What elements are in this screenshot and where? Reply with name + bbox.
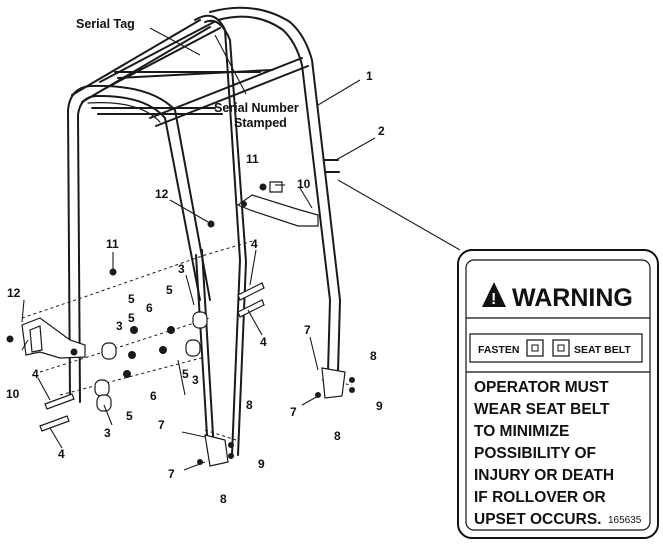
callout-leaders (21, 27, 461, 471)
callout-10-left: 10 (6, 387, 20, 401)
callout-12-upper: 12 (155, 187, 169, 201)
callout-9-right: 9 (376, 399, 383, 413)
callout-7-right-b: 7 (290, 405, 297, 419)
label-serial-number-line1: Serial Number (214, 101, 299, 115)
callout-6-b: 6 (150, 389, 157, 403)
warning-line-3: TO MINIMIZE (474, 423, 569, 440)
warning-title: WARNING (512, 284, 633, 312)
callout-4-left-b: 4 (58, 447, 65, 461)
mounting-bolts (39, 282, 265, 432)
callout-12-left: 12 (7, 286, 21, 300)
callout-2: 2 (378, 124, 385, 138)
warning-line-2: WEAR SEAT BELT (474, 401, 610, 418)
warning-line-4: POSSIBILITY OF (474, 445, 596, 462)
warning-line-1: OPERATOR MUST (474, 379, 609, 396)
callout-8-lower-b: 8 (220, 492, 227, 506)
callout-5-b: 5 (128, 311, 135, 325)
callout-1: 1 (366, 69, 373, 83)
svg-text:!: ! (491, 291, 496, 308)
rops-top-frame (71, 19, 309, 127)
callout-5-c: 5 (182, 367, 189, 381)
seat-belt-buckle-icon (526, 339, 544, 357)
warning-part-number: 165635 (608, 515, 642, 526)
callout-11-upper: 11 (246, 152, 259, 166)
callout-7-lower-a: 7 (158, 418, 165, 432)
label-serial-number-line2: Stamped (234, 116, 287, 130)
label-serial-tag: Serial Tag (76, 17, 135, 31)
callout-8-right-b: 8 (334, 429, 341, 443)
callout-4-right: 4 (260, 335, 267, 349)
callout-3-upper: 3 (178, 262, 185, 276)
callout-4-upper: 4 (251, 237, 258, 251)
callout-7-right-a: 7 (304, 323, 311, 337)
warning-triangle-icon (482, 282, 506, 307)
lower-foot-brackets (197, 367, 355, 467)
warning-line-7: UPSET OCCURS. (474, 511, 601, 528)
bushings-and-hardware (6, 183, 267, 412)
warning-decal: ! WARNING FASTEN SEAT BELT OPERATOR MUST… (457, 249, 659, 539)
callout-4-left-a: 4 (32, 367, 39, 381)
callout-3-mid: 3 (192, 373, 199, 387)
callout-10-upper: 10 (297, 177, 311, 191)
callout-3-left: 3 (116, 319, 123, 333)
callout-5-upper: 5 (166, 283, 173, 297)
rops-rear-left-post (194, 14, 247, 456)
left-mounting-bracket (21, 317, 86, 359)
rops-right-side-frame (209, 6, 341, 373)
warning-line-5: INJURY OR DEATH (474, 467, 614, 484)
warning-fasten: FASTEN (478, 344, 519, 356)
callout-5-d: 5 (126, 409, 133, 423)
callout-8-right-a: 8 (370, 349, 377, 363)
callout-11-left: 11 (106, 237, 119, 251)
callout-6-a: 6 (146, 301, 153, 315)
callout-5-a: 5 (128, 292, 135, 306)
warning-line-6: IF ROLLOVER OR (474, 489, 606, 506)
callout-7-lower-b: 7 (168, 467, 175, 481)
callout-labels: Serial Tag Serial Number Stamped 1 2 10 … (6, 17, 385, 506)
callout-3-lower: 3 (104, 426, 111, 440)
callout-9-lower: 9 (258, 457, 265, 471)
warning-seat-belt: SEAT BELT (574, 344, 631, 356)
callout-8-lower-a: 8 (246, 398, 253, 412)
rops-left-side-frame (67, 84, 211, 403)
